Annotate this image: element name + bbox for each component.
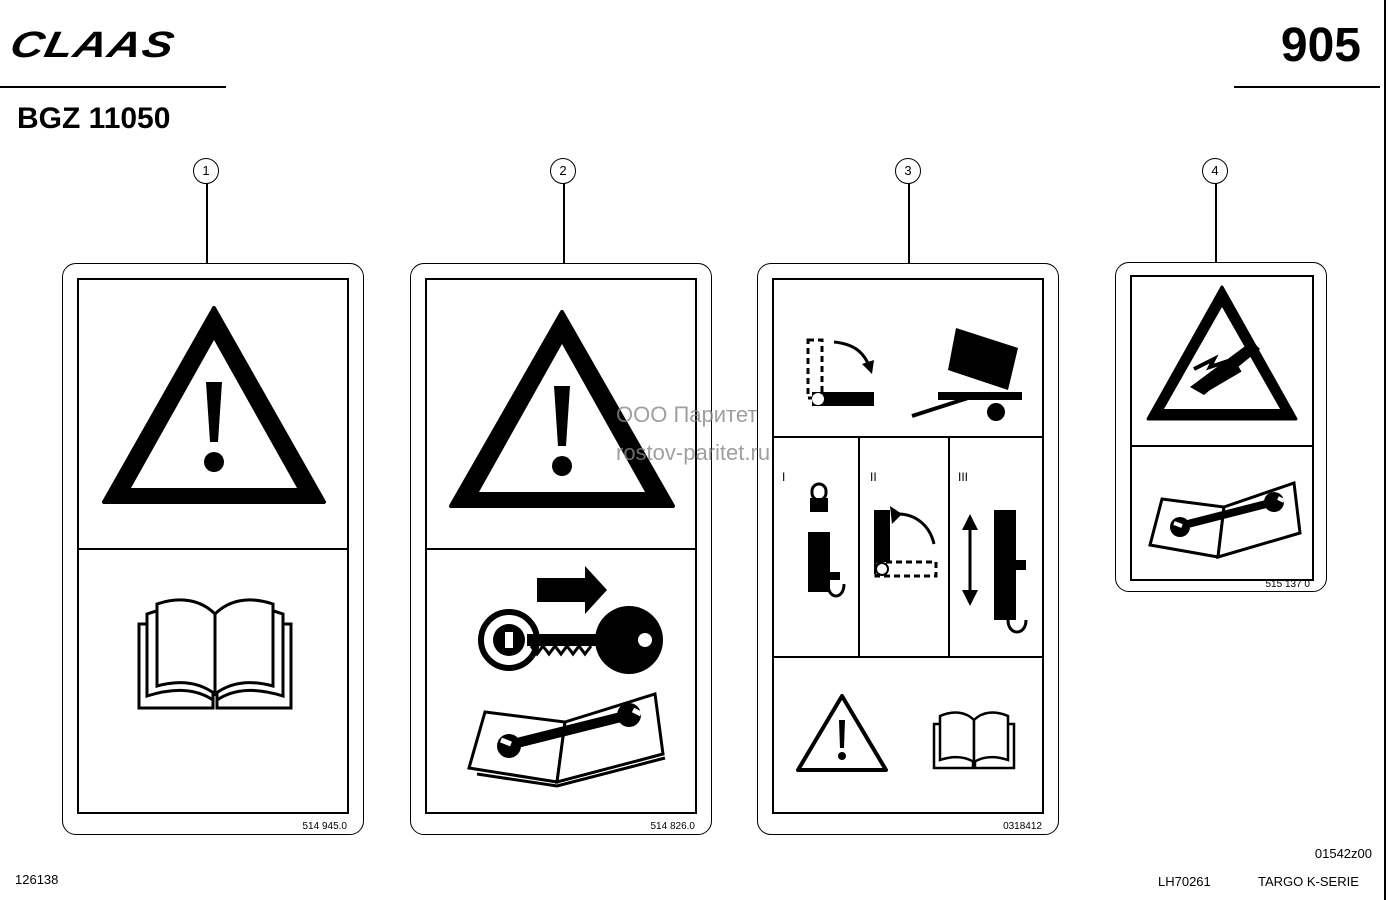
callout-2: 2 [550,158,576,184]
leader-line-2 [563,184,565,264]
service-manual-wrench-icon [1148,480,1302,560]
watermark-company: ООО Паритет [616,402,758,427]
decal-4-part-number: 515 137 0 [1265,579,1311,590]
step-label-3: III [958,470,969,484]
support-height-adjust-icon [962,510,1028,634]
machine-series: TARGO K-SERIE [1258,874,1359,889]
step-label-2: II [870,470,877,484]
service-manual-wrench-icon [467,692,666,788]
decal-3-inner-frame: I II III [772,278,1044,814]
locked-support-icon [808,482,846,598]
warning-triangle-icon [449,310,675,508]
leader-line-1 [206,184,208,264]
watermark-url: rostov-paritet.ru [616,440,771,465]
decal-3-column-divider-2 [948,436,950,656]
leader-line-4 [1215,184,1217,264]
decal-4-inner-frame [1130,275,1314,581]
decal-2: 514 826.0 [410,263,712,835]
warning-triangle-icon [102,306,326,504]
page-number: 905 [1280,19,1361,72]
fold-lever-icon [806,338,874,406]
reference-number-middle: LH70261 [1158,874,1211,889]
hand-crush-warning-icon [1146,285,1298,421]
operator-manual-small-icon [932,711,1016,770]
tipping-trailer-icon [911,328,1022,421]
claas-logo: CLAAS [6,23,179,66]
callout-1: 1 [193,158,219,184]
decal-2-divider [427,548,695,550]
step-label-1: I [782,470,786,484]
operator-manual-icon [137,598,293,710]
reference-number-left: 126138 [15,872,59,887]
decal-3-part-number: 0318412 [1003,821,1042,832]
decal-3-divider-bottom [774,656,1042,658]
leader-line-3 [908,184,910,264]
header-rule-left [0,86,226,88]
callout-4: 4 [1202,158,1228,184]
warning-triangle-small-icon [796,694,888,772]
decal-1: 514 945.0 [62,263,364,835]
drawing-code: 01542z00 [1314,846,1372,861]
decal-1-divider [79,548,347,550]
callout-3: 3 [895,158,921,184]
frame-border-right [1384,0,1386,900]
decal-4-divider [1132,445,1312,447]
decal-4: 515 137 0 [1115,262,1327,592]
support-swing-icon [874,506,938,578]
decal-2-inner-frame [425,278,697,814]
decal-3: I II III [757,263,1059,835]
decal-1-inner-frame [77,278,349,814]
decal-1-part-number: 514 945.0 [302,821,348,832]
decal-3-divider-top [774,436,1042,438]
remove-ignition-key-icon [478,566,663,674]
header-rule-right [1234,86,1380,88]
decal-2-part-number: 514 826.0 [650,821,696,832]
decal-3-column-divider-1 [858,436,860,656]
model-title: BGZ 11050 [17,102,171,135]
